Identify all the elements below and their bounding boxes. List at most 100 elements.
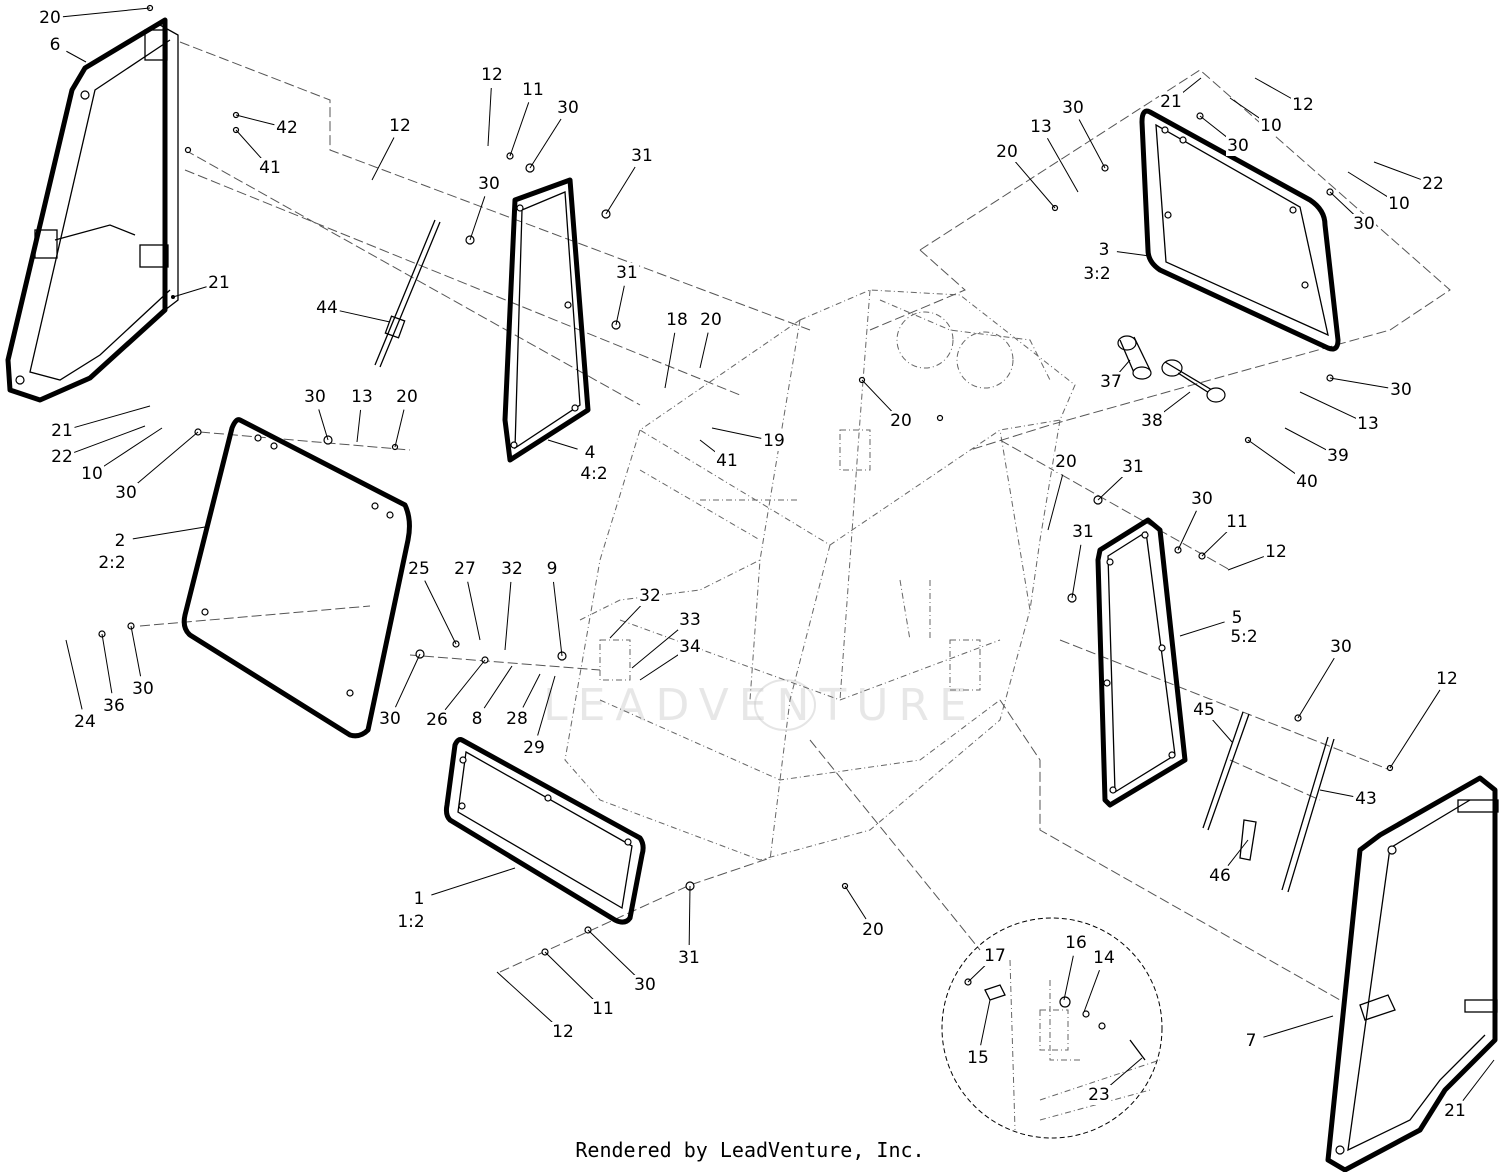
callout-bg bbox=[995, 142, 1019, 162]
callout-leader bbox=[371, 137, 395, 181]
callout-leader bbox=[66, 50, 87, 63]
callout-bg bbox=[983, 946, 1007, 966]
callout-bg bbox=[1443, 1101, 1467, 1121]
callout-leader bbox=[552, 581, 563, 657]
callout-leader bbox=[1116, 251, 1151, 257]
part-1-lower-window[interactable] bbox=[443, 737, 646, 925]
callout-leader bbox=[1063, 955, 1074, 1001]
callout-leader bbox=[74, 405, 151, 428]
callout-bg bbox=[315, 298, 339, 318]
callout-label: 2 bbox=[115, 531, 126, 551]
callout-leader bbox=[844, 885, 867, 920]
callout-bg bbox=[114, 483, 138, 503]
callout-label: 11 bbox=[522, 80, 544, 100]
part-2-front-window[interactable] bbox=[181, 417, 412, 739]
callout-leader bbox=[664, 332, 676, 389]
callout-bg bbox=[1064, 933, 1088, 953]
callout-leader bbox=[1263, 1015, 1334, 1038]
callout-label: 32 bbox=[501, 559, 523, 579]
callout-bg bbox=[95, 553, 129, 573]
callout-bg bbox=[1087, 1085, 1111, 1105]
callout-label: 36 bbox=[103, 696, 125, 716]
callout-label: 30 bbox=[1390, 380, 1412, 400]
callout-leader bbox=[509, 102, 530, 157]
part-3-rear-window[interactable] bbox=[1139, 108, 1341, 352]
callout-bg bbox=[1192, 700, 1216, 720]
callout-label: 12 bbox=[1292, 95, 1314, 115]
callout-bg bbox=[966, 1048, 990, 1068]
callout-label: 8 bbox=[472, 709, 483, 729]
callout-leader bbox=[1162, 391, 1191, 414]
callout-label: 5:2 bbox=[1230, 627, 1257, 647]
callout-leader bbox=[529, 118, 562, 169]
callout-bg bbox=[1099, 372, 1123, 392]
callout-bg bbox=[102, 696, 126, 716]
callout-leader bbox=[172, 286, 207, 298]
callout-leader bbox=[235, 129, 262, 159]
part-44-stay-rod[interactable] bbox=[374, 219, 441, 368]
part-6-left-door[interactable] bbox=[5, 17, 179, 403]
callout-bg bbox=[1291, 95, 1315, 115]
part-37-38-cylinders[interactable] bbox=[1117, 335, 1226, 403]
callout-label: 45 bbox=[1193, 700, 1215, 720]
callout-bg bbox=[1295, 472, 1319, 492]
callout-bg bbox=[1230, 608, 1244, 628]
callout-leader bbox=[1247, 439, 1297, 475]
callout-label: 27 bbox=[454, 559, 476, 579]
callout-bg bbox=[48, 35, 62, 55]
callout-bg bbox=[407, 559, 431, 579]
callout-label: 20 bbox=[39, 8, 61, 28]
callout-bg bbox=[258, 158, 282, 178]
callout-label: 24 bbox=[74, 712, 96, 732]
callout-leader bbox=[394, 653, 421, 708]
callout-bg bbox=[480, 65, 504, 85]
callout-leader bbox=[1097, 475, 1124, 501]
callout-leader bbox=[1284, 427, 1327, 451]
callout-label: 11 bbox=[592, 999, 614, 1019]
callout-leader bbox=[504, 581, 512, 651]
callout-leader bbox=[711, 427, 762, 439]
callout-leader bbox=[522, 673, 541, 708]
callout-label: 4 bbox=[585, 443, 596, 463]
callout-leader bbox=[1179, 621, 1225, 637]
callout-leader bbox=[1177, 510, 1197, 551]
callout-bg bbox=[1226, 136, 1250, 156]
callout-bg bbox=[1225, 512, 1249, 532]
callout-label: 7 bbox=[1246, 1031, 1257, 1051]
callout-label: 6 bbox=[50, 35, 61, 55]
callout-bg bbox=[425, 710, 449, 730]
callout-bg bbox=[551, 1022, 575, 1042]
callout-leader bbox=[424, 580, 457, 645]
callout-label: 30 bbox=[478, 174, 500, 194]
callout-label: 12 bbox=[1436, 669, 1458, 689]
callout-label: 30 bbox=[379, 709, 401, 729]
callout-bg bbox=[762, 431, 786, 451]
callout-leader bbox=[1078, 119, 1106, 169]
callout-label: 20 bbox=[890, 411, 912, 431]
callout-label: 17 bbox=[984, 946, 1006, 966]
callout-label: 44 bbox=[316, 298, 338, 318]
callout-leader bbox=[861, 379, 893, 412]
callout-label: 20 bbox=[996, 142, 1018, 162]
callout-label: 12 bbox=[389, 116, 411, 136]
callout-bg bbox=[207, 273, 231, 293]
callout-label: 31 bbox=[1072, 522, 1094, 542]
part-4-side-window[interactable] bbox=[502, 177, 591, 463]
callout-leader bbox=[132, 526, 206, 540]
callout-label: 33 bbox=[679, 610, 701, 630]
part-45-43-46-rods[interactable] bbox=[1202, 711, 1335, 893]
callout-bg bbox=[615, 263, 639, 283]
part-7-right-door[interactable] bbox=[1325, 775, 1499, 1172]
callout-leader bbox=[1015, 161, 1056, 209]
callout-bg bbox=[1227, 627, 1261, 647]
callout-bg bbox=[699, 310, 723, 330]
callout-bg bbox=[1264, 542, 1288, 562]
callout-bg bbox=[303, 387, 327, 407]
watermark: LEADVENTURE bbox=[543, 679, 967, 731]
callout-leader bbox=[1347, 171, 1389, 198]
callout-label: 16 bbox=[1065, 933, 1087, 953]
callout-bg bbox=[677, 948, 701, 968]
part-5-side-window[interactable] bbox=[1095, 517, 1188, 808]
callout-bg bbox=[1329, 637, 1353, 657]
